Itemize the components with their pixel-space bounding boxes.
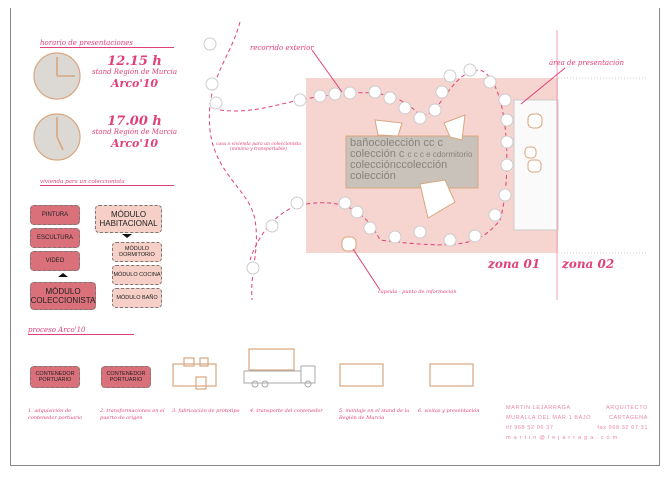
contact-email[interactable]: martin@lejarraga.com [506, 435, 621, 441]
box-modulo-bano: MÓDULO BAÑO [112, 288, 162, 308]
container-portuario-2: CONTENEDOR PORTUARIO [101, 366, 151, 388]
capsules [341, 113, 543, 252]
box-modulo-coleccionista: MÓDULO COLECCIONISTA [30, 282, 96, 310]
step-6: 6. visitas y presentación [418, 408, 480, 414]
box-modulo-habitacional: MÓDULO HABITACIONAL [95, 205, 162, 233]
label-zona-02: zona 02 [562, 257, 615, 271]
path-circles [203, 37, 514, 275]
label-area-presentacion: área de presentación [549, 59, 624, 67]
clock-1 [33, 52, 81, 100]
step-5: 5. montaje en el stand de la Región de M… [339, 408, 410, 421]
truck-icon [243, 365, 316, 388]
label-casa: casa o vivienda para un coleccionista(mí… [216, 142, 301, 152]
container-plan [345, 135, 479, 189]
container-word-cloud: bañocolección cc c colección c c c c e c… [350, 138, 473, 182]
box-modulo-cocina: MÓDULO COCINA [112, 265, 162, 285]
container-portuario-1: CONTENEDOR PORTUARIO [30, 366, 80, 388]
box-pintura: PINTURA [30, 205, 80, 225]
step-1: 1. adquisición de contenedor portuario [28, 408, 83, 421]
label-zona-01: zona 01 [488, 257, 541, 271]
schedule-heading: horario de presentaciones [40, 39, 174, 48]
housing-heading: vivienda para un coleccionista [40, 179, 174, 186]
process-drawings [172, 348, 474, 390]
step-4: 4. transporte del contenedor [250, 408, 323, 414]
process-heading: proceso Arco'10 [28, 326, 134, 335]
step-2: 2. transformaciones en el puerto de orig… [100, 408, 165, 421]
label-capsula: cápsula · punto de información [378, 289, 457, 295]
box-escultura: ESCULTURA [30, 228, 80, 248]
box-modulo-dormitorio: MÓDULO DORMITORIO [112, 242, 162, 262]
box-video: VIDEO [30, 251, 80, 271]
sheet-frame [10, 8, 660, 466]
arrow-up-icon [58, 273, 68, 277]
clock-2 [33, 113, 81, 161]
arrow-down-icon [122, 234, 132, 238]
label-recorrido: recorrido exterior [250, 44, 314, 52]
step-3: 3. fabricación de prototipo [172, 408, 240, 414]
